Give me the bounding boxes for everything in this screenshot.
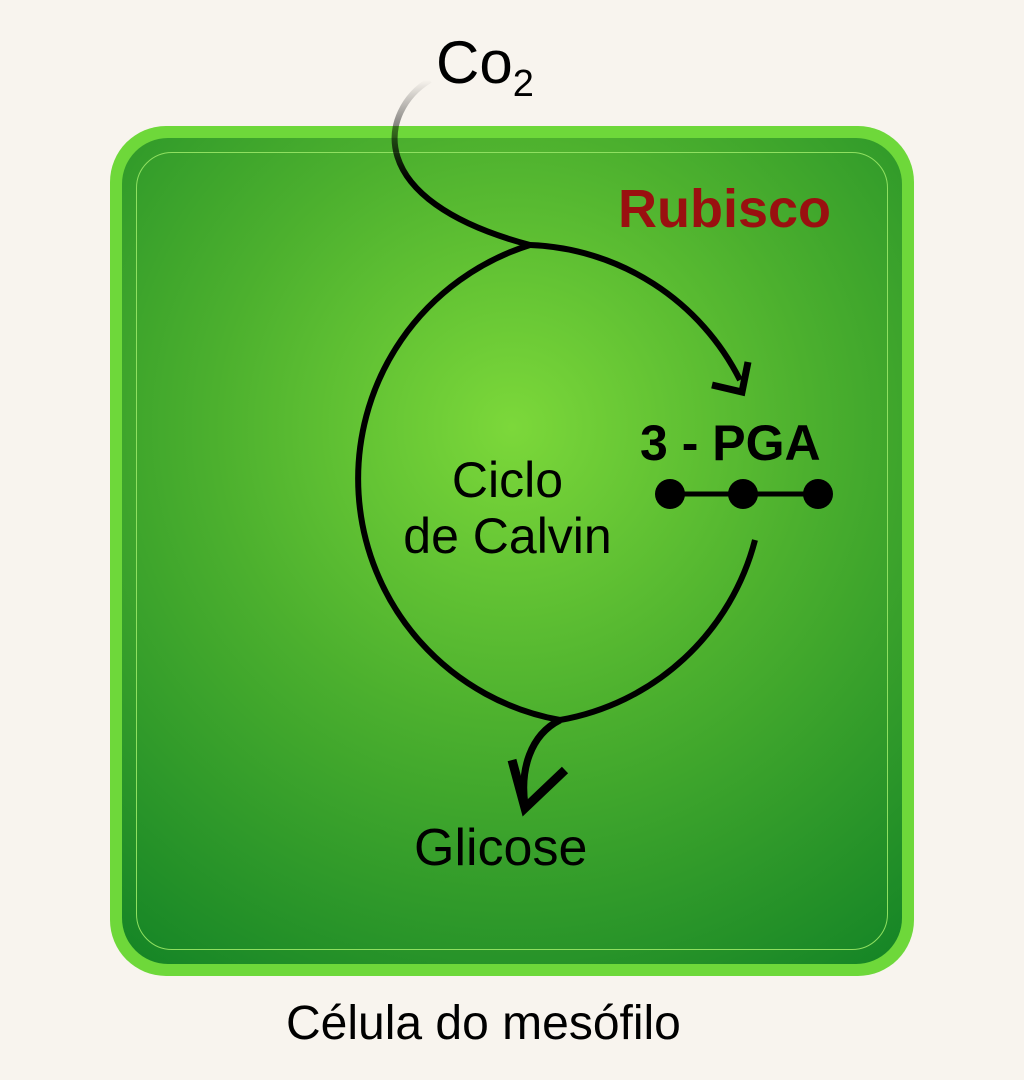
- arrowhead-icon: [711, 361, 752, 397]
- carbon-dot: [728, 479, 758, 509]
- glucose-label: Glicose: [414, 819, 588, 877]
- arrowhead-icon: [507, 758, 569, 817]
- caption: Célula do mesófilo: [286, 997, 681, 1050]
- cycle-arc-main: [355, 242, 758, 724]
- rubisco-label: Rubisco: [618, 179, 832, 239]
- pga-label: 3 - PGA: [640, 415, 821, 471]
- co2-label: Co2: [436, 29, 534, 105]
- mesophyll-cell: [110, 126, 914, 976]
- cycle-arc-top: [529, 242, 743, 382]
- carbon-dot: [655, 479, 685, 509]
- co2-arrow: [391, 77, 531, 248]
- carbon-dot: [803, 479, 833, 509]
